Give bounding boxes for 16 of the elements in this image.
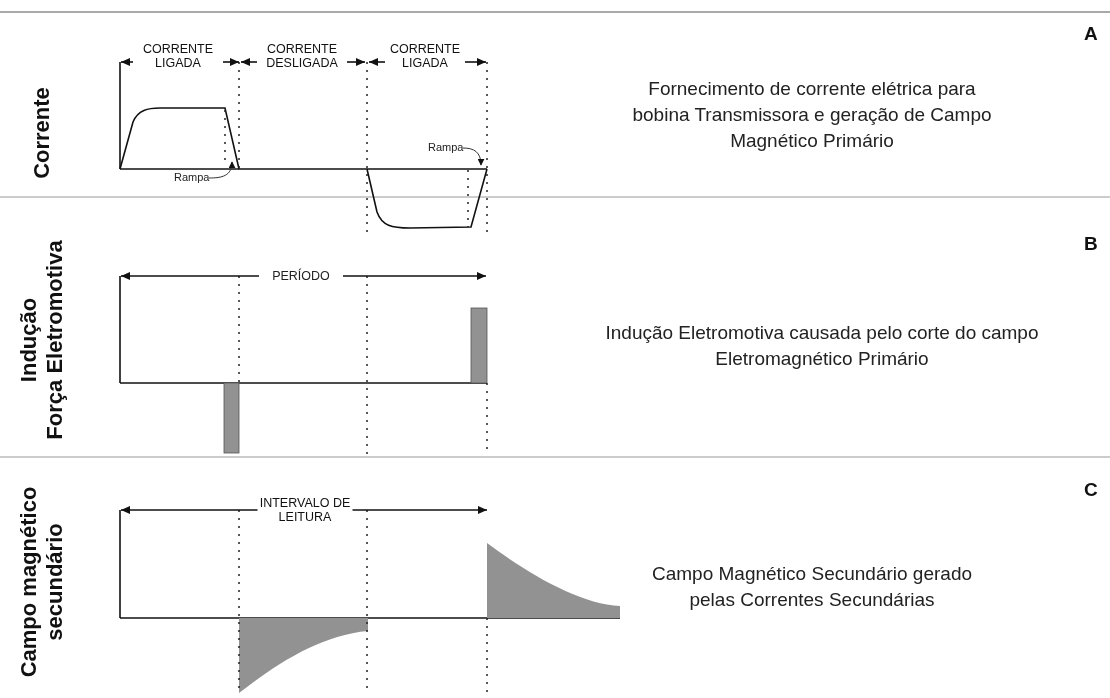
description-text: Campo Magnético Secundário gerado pelas Correntes Secundárias (651, 562, 973, 612)
description-text: Fornecimento de corrente elétrica para bobina Transmissora e geração de Campo Magnético Primário (631, 77, 993, 153)
row-title: Campo magnético secundário (16, 485, 68, 680)
row-title: Indução Força Eletromotiva (16, 239, 68, 442)
panel-letter: B (1084, 232, 1098, 256)
leader-line (462, 147, 485, 166)
panel-letter: A (1084, 22, 1098, 46)
leader-label: Rampa (172, 171, 212, 184)
dimension-label: INTERVALO DE LEITURA (257, 496, 353, 524)
dimension-label: CORRENTE DESLIGADA (257, 42, 347, 70)
description-text: Indução Eletromotiva causada pelo corte do campo Eletromagnético Primário (604, 321, 1040, 371)
leader-label: Rampa (426, 141, 466, 154)
dimension-label: CORRENTE LIGADA (133, 42, 223, 70)
row-title: Corrente (29, 86, 55, 181)
leader-line (208, 161, 236, 179)
panel-letter: C (1084, 478, 1098, 502)
